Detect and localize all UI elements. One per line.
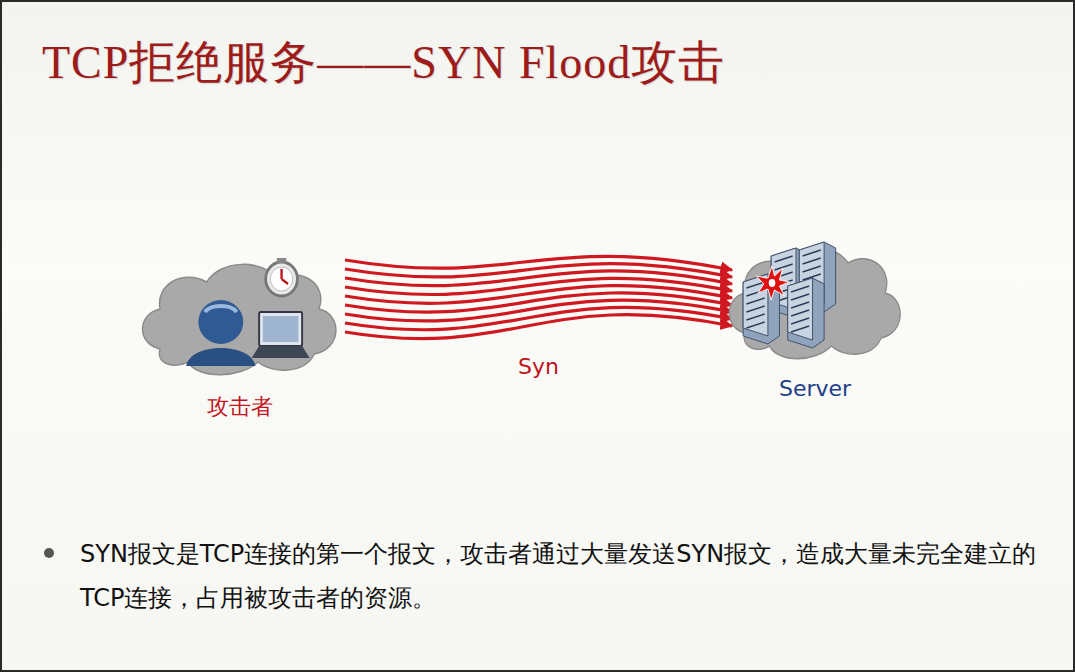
server-label: Server [720,376,910,401]
edge-label: Syn [518,354,559,379]
attacker-label: 攻击者 [132,392,347,422]
attacker-illustration [132,254,347,384]
server-cloud: Server [720,238,910,420]
bullet-dot [44,548,54,558]
bullet-text: SYN报文是TCP连接的第一个报文，攻击者通过大量发送SYN报文，造成大量未完全… [80,532,1040,620]
server-illustration [720,238,910,368]
syn-flood-lines [345,256,732,338]
attacker-cloud: 攻击者 [132,254,347,424]
slide-title: TCP拒绝服务——SYN Flood攻击 [42,32,725,94]
